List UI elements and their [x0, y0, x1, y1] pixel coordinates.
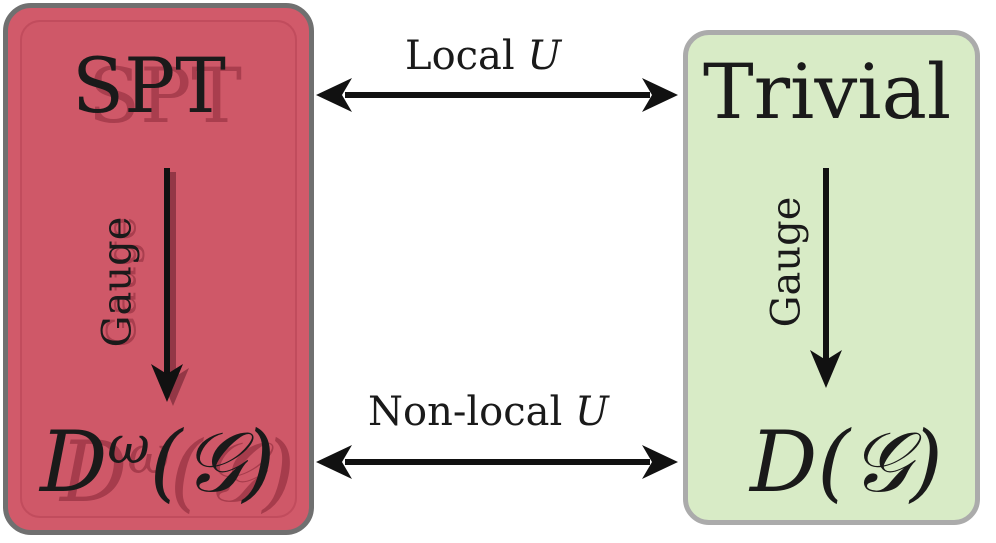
nonlocal-u-label-text: Non-local: [368, 389, 575, 435]
local-u-label-var: U: [527, 33, 562, 79]
spt-title: SPT: [72, 41, 226, 130]
spt-box-inner: [20, 20, 297, 518]
spt-math: Dω(𝒢): [40, 420, 275, 504]
local-u-arrow: [316, 78, 678, 112]
spt-math-shadow-arg: (𝒢): [169, 423, 296, 521]
spt-math-shadow-sup: ω: [127, 426, 170, 486]
spt-math-shadow-base: D: [60, 423, 128, 521]
spt-title-shadow: SPT: [88, 51, 242, 140]
trivial-math-base: D: [750, 413, 818, 511]
local-u-label-text: Local: [405, 33, 528, 79]
trivial-math-arg: (𝒢): [817, 413, 943, 511]
nonlocal-u-label-var: U: [575, 389, 609, 435]
spt-gauge-arrow: [151, 168, 183, 402]
nonlocal-u-label: Non-local U: [368, 392, 609, 432]
local-u-label: Local U: [405, 36, 561, 76]
spt-math-arg: (𝒢): [149, 413, 276, 511]
trivial-gauge-arrow: [810, 168, 842, 388]
trivial-box: [683, 30, 980, 525]
spt-math-sup: ω: [107, 416, 150, 476]
spt-math-base: D: [40, 413, 108, 511]
spt-box: [3, 3, 314, 535]
spt-math-shadow: Dω(𝒢): [60, 430, 295, 514]
nonlocal-u-arrow: [316, 445, 678, 479]
trivial-math: D(𝒢): [750, 420, 943, 504]
trivial-title: Trivial: [703, 47, 952, 136]
